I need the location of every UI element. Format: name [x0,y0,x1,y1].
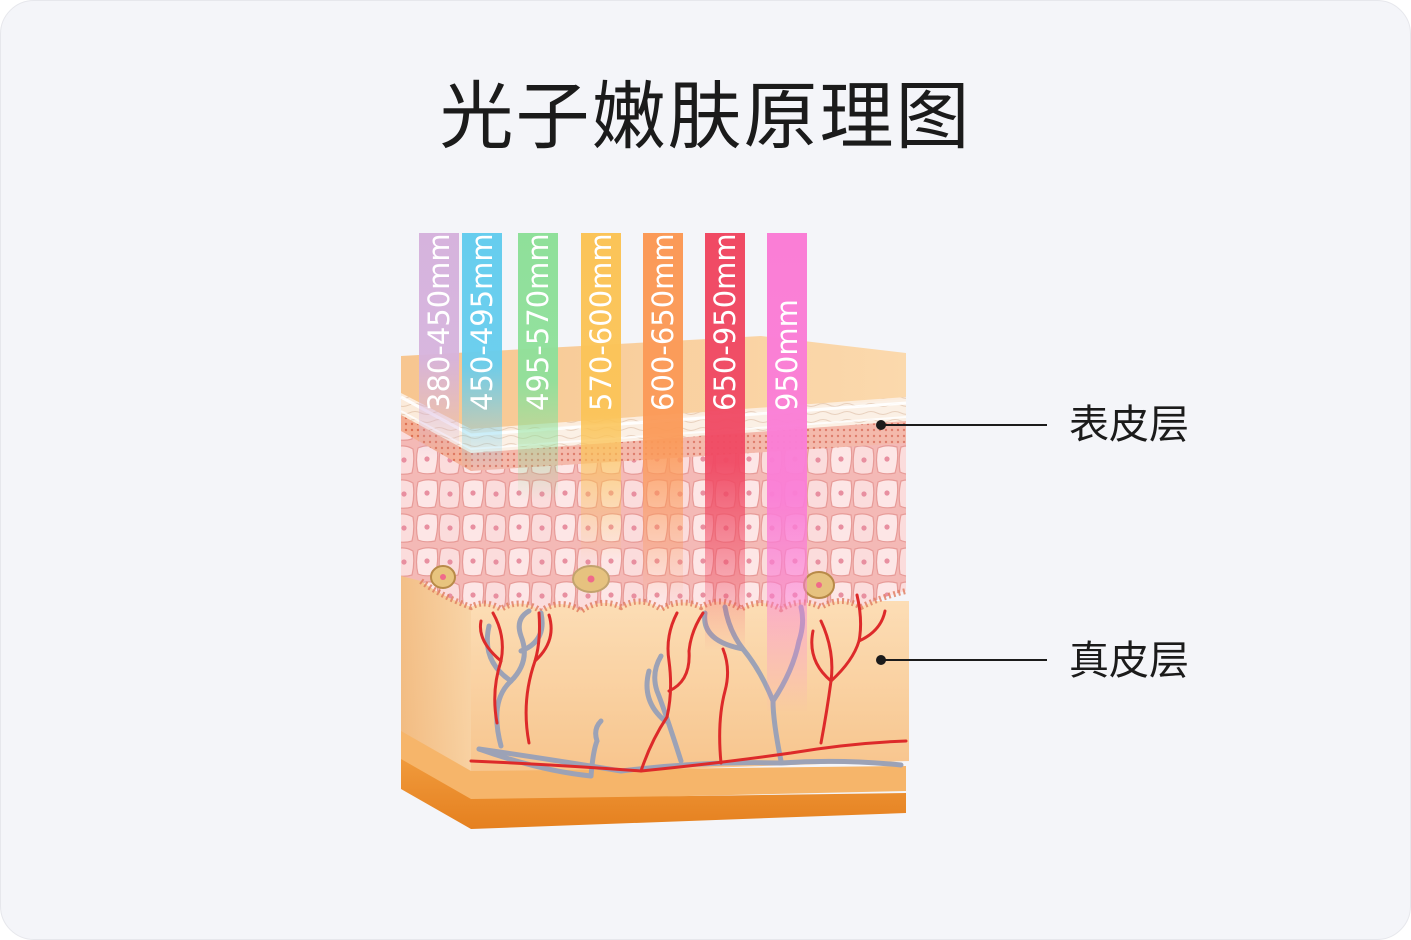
light-beam-label-6: 650-950mm [708,233,742,411]
dermis-marker-dot [876,655,886,665]
arteries [469,593,908,773]
light-beam-label-3: 495-570mm [521,233,555,411]
dermis-label: 真皮层 [1069,638,1189,684]
light-beam-label-5: 600-650mm [646,233,680,411]
diagram-title: 光子嫩肤原理图 [439,74,972,160]
base-layer [401,759,906,829]
epidermis-marker-dot [876,420,886,430]
light-beam-3 [518,233,558,501]
light-beam-6 [705,233,745,651]
base-upper-band [401,731,906,801]
light-beam-label-7: 950mm [770,299,804,411]
light-beam-2 [462,233,502,471]
light-beam-1 [419,233,459,461]
light-beam-7 [767,233,807,713]
epidermis-label: 表皮层 [1069,402,1189,448]
light-beam-5 [643,233,683,601]
light-beam-label-4: 570-600mm [584,233,618,411]
light-beam-4 [581,233,621,561]
light-beam-label-1: 380-450mm [422,233,456,411]
light-beams: 380-450mm 450-495mm 495-570mm 570-600mm 600-… [419,233,807,713]
light-beam-label-2: 450-495mm [465,233,499,411]
